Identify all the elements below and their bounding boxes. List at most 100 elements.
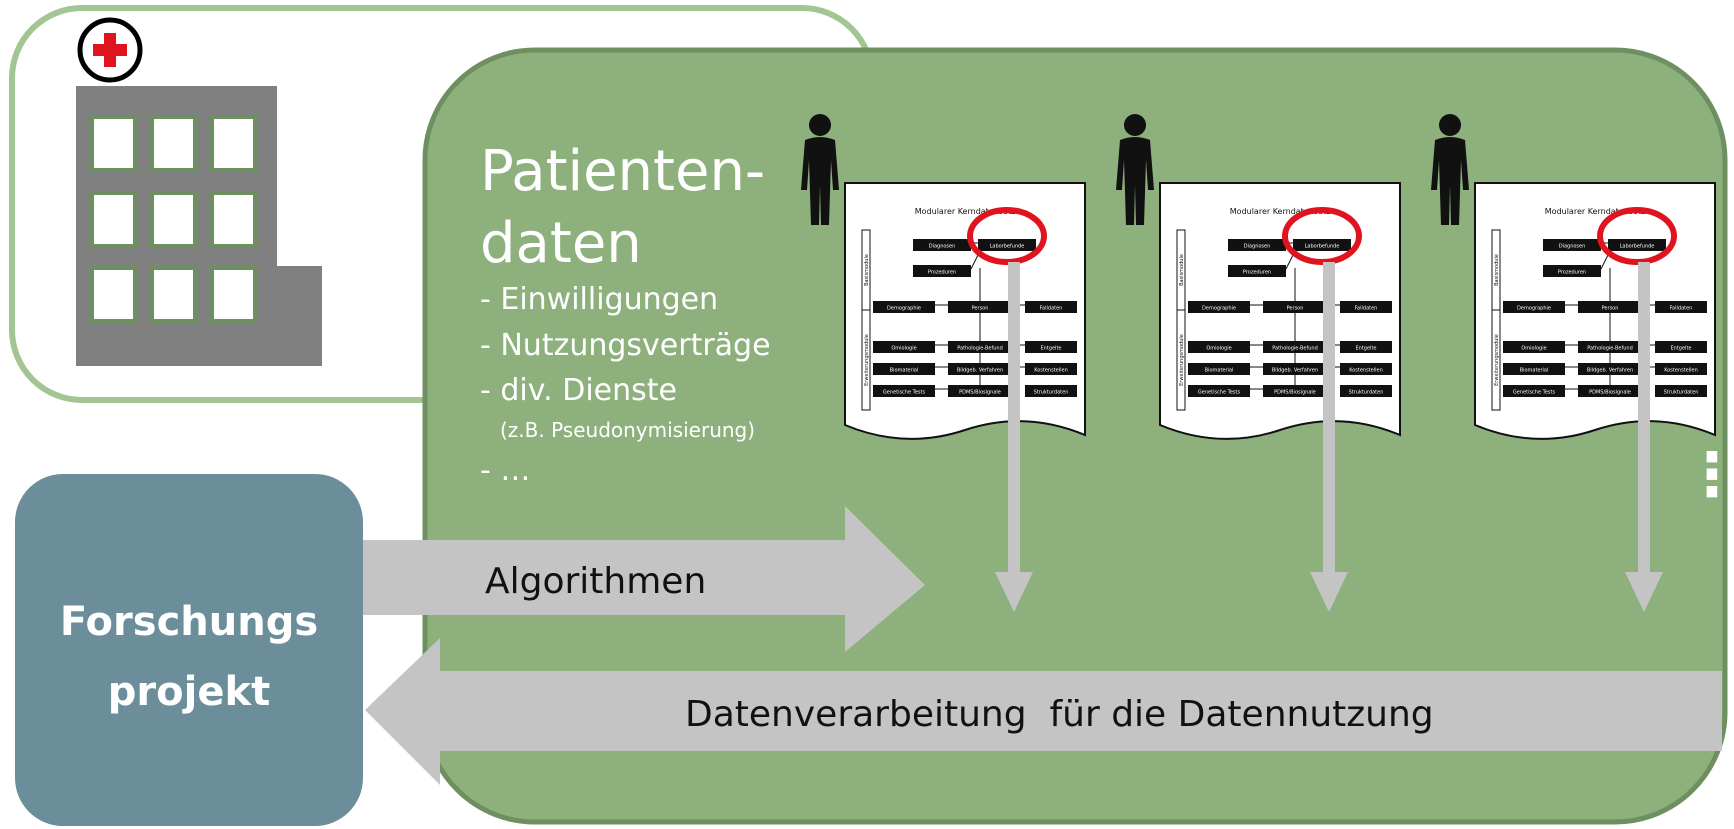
module-box: [1655, 385, 1707, 397]
module-box-label: Biomaterial: [1205, 368, 1234, 374]
module-box: [1025, 385, 1077, 397]
module-box: [1578, 301, 1642, 313]
module-box: [1228, 265, 1286, 277]
module-box-label: Falldaten: [1355, 306, 1378, 312]
module-box-label: Omiologie: [891, 346, 916, 352]
module-box-label: PDMS/Biosignale: [959, 390, 1001, 396]
module-box: [1503, 363, 1565, 375]
patient-data-item: - div. Dienste: [480, 373, 677, 408]
module-box: [1263, 363, 1327, 375]
module-box-label: Demographie: [1517, 306, 1551, 312]
module-box-label: Kostenstellen: [1664, 368, 1698, 374]
module-box-label: Prozeduren: [1243, 270, 1271, 276]
module-box-label: Biomaterial: [890, 368, 919, 374]
patient-data-item: - Einwilligungen: [480, 282, 718, 317]
document-heading: Modularer Kerndatensatz: [1230, 207, 1330, 216]
module-box: [948, 385, 1012, 397]
module-box-label: Prozeduren: [928, 270, 956, 276]
module-box: [873, 385, 935, 397]
more-patients-ellipsis: ⋮: [1682, 440, 1734, 510]
module-box: [1340, 385, 1392, 397]
patient-document-card: Modularer KerndatensatzBasismoduleErweit…: [1431, 114, 1716, 612]
patient-data-title-line2: daten: [480, 211, 642, 276]
module-box: [1608, 239, 1666, 251]
module-box-label: Genetische Tests: [883, 390, 926, 396]
down-arrow: [1310, 262, 1348, 612]
module-box-label: Falldaten: [1040, 306, 1063, 312]
module-box-label: Laborbefunde: [1305, 244, 1340, 250]
red-cross-icon: [77, 17, 143, 83]
module-box: [1578, 385, 1642, 397]
extension-module-bracket: [1491, 309, 1501, 411]
module-box: [978, 239, 1036, 251]
module-box: [873, 363, 935, 375]
module-box: [1293, 239, 1351, 251]
person-icon: [1116, 114, 1154, 225]
document-heading: Modularer Kerndatensatz: [1545, 207, 1645, 216]
data-processing-label: Datenverarbeitung für die Datennutzung: [685, 694, 1434, 735]
module-box: [1025, 341, 1077, 353]
module-box-label: Diagnosen: [929, 244, 956, 250]
module-box-label: Strukturdaten: [1034, 390, 1069, 396]
module-box-label: Genetische Tests: [1198, 390, 1241, 396]
person-icon: [801, 114, 839, 225]
extension-module-bracket: [1176, 309, 1186, 411]
module-box-label: Falldaten: [1670, 306, 1693, 312]
module-box: [1543, 239, 1601, 251]
highlight-circle: [967, 207, 1047, 265]
module-box: [1263, 301, 1327, 313]
module-box-label: Person: [972, 306, 989, 312]
module-box: [1263, 341, 1327, 353]
module-box: [1228, 239, 1286, 251]
module-box: [1655, 341, 1707, 353]
module-box-label: Biomaterial: [1520, 368, 1549, 374]
module-box: [1188, 301, 1250, 313]
basis-module-label: Basismodule: [1179, 254, 1185, 286]
module-box-label: Person: [1602, 306, 1619, 312]
research-project-box: [15, 474, 363, 826]
extension-module-bracket: [861, 309, 871, 411]
module-box-label: Pathologie-Befund: [1587, 346, 1633, 352]
module-box: [948, 301, 1012, 313]
down-arrow: [995, 262, 1033, 612]
extension-module-label: Erweiterungsmodule: [864, 334, 870, 386]
module-box: [1025, 363, 1077, 375]
module-box-label: Omiologie: [1206, 346, 1231, 352]
module-box: [948, 341, 1012, 353]
module-box: [1578, 341, 1642, 353]
research-project-line1: Forschungs: [60, 599, 318, 645]
module-box: [1188, 341, 1250, 353]
module-box-label: Laborbefunde: [990, 244, 1025, 250]
research-project-line2: projekt: [108, 669, 270, 715]
patient-data-more: - …: [480, 453, 530, 488]
basis-module-label: Basismodule: [1494, 254, 1500, 286]
module-box: [1503, 385, 1565, 397]
module-box: [1655, 301, 1707, 313]
patient-data-item: - Nutzungsverträge: [480, 328, 771, 363]
module-box: [1263, 385, 1327, 397]
module-box-label: Demographie: [887, 306, 921, 312]
module-box-label: Person: [1287, 306, 1304, 312]
module-box-label: Prozeduren: [1558, 270, 1586, 276]
module-box-label: Kostenstellen: [1034, 368, 1068, 374]
algorithms-label: Algorithmen: [485, 561, 706, 602]
highlight-circle: [1597, 207, 1677, 265]
module-box-label: Kostenstellen: [1349, 368, 1383, 374]
module-box: [1503, 341, 1565, 353]
module-box: [873, 341, 935, 353]
extension-module-label: Erweiterungsmodule: [1179, 334, 1185, 386]
module-box: [1543, 265, 1601, 277]
extension-module-label: Erweiterungsmodule: [1494, 334, 1500, 386]
module-box-label: Laborbefunde: [1620, 244, 1655, 250]
module-box: [873, 301, 935, 313]
module-box-label: Entgelte: [1671, 346, 1692, 352]
module-box: [1188, 385, 1250, 397]
module-box-label: Demographie: [1202, 306, 1236, 312]
highlight-circle: [1282, 207, 1362, 265]
algorithms-arrow: [360, 506, 925, 652]
down-arrow: [1625, 262, 1663, 612]
data-processing-arrow: [365, 638, 1722, 785]
hospital-building-icon: [76, 86, 322, 366]
module-box-label: Diagnosen: [1244, 244, 1271, 250]
